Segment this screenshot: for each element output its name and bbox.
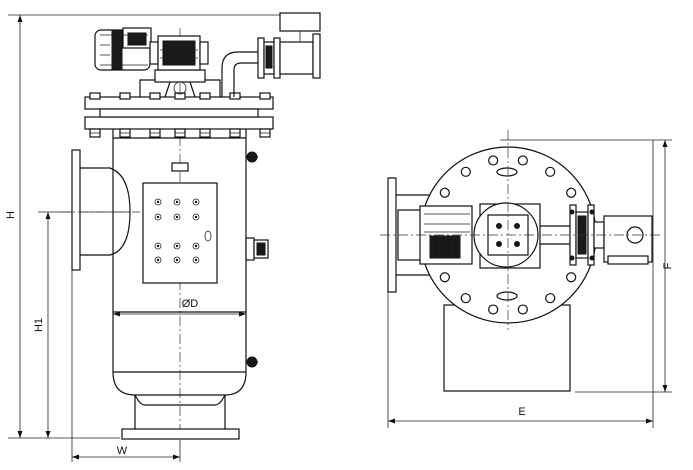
- panel-switch: [173, 213, 181, 221]
- panel-switch: [192, 242, 200, 250]
- top-flange-assembly: [84, 96, 274, 139]
- inlet-height-label: H1: [33, 318, 45, 332]
- panel-switch-dot: [194, 258, 198, 262]
- panel-switch-dot: [175, 244, 179, 248]
- panel-switch: [192, 213, 200, 221]
- panel-switch-dot: [175, 258, 179, 262]
- bottom-dished-head: [112, 371, 247, 396]
- flange-bolt-hole: [545, 166, 556, 177]
- inlet-height-dimension: H1: [33, 211, 130, 438]
- panel-switch-dot: [156, 215, 160, 219]
- flange-bolt-hole: [566, 187, 577, 198]
- width-dimension: W: [71, 270, 181, 462]
- panel-switch-dot: [156, 258, 160, 262]
- panel-switch-dot: [156, 200, 160, 204]
- filter-housing-shell: ØD: [112, 138, 247, 373]
- lifting-lug-bottom: [496, 291, 518, 301]
- panel-switch: [154, 242, 162, 250]
- bolt-head: [199, 92, 211, 100]
- panel-switch: [173, 256, 181, 264]
- support-base: [443, 304, 571, 392]
- bolt-head: [89, 92, 101, 100]
- width-label: W: [117, 445, 128, 457]
- backwash-pipe: [221, 12, 321, 97]
- gearbox-support: [139, 69, 221, 98]
- flange-bolt-hole: [517, 304, 528, 315]
- control-panel: [142, 162, 218, 284]
- panel-switch-dot: [194, 215, 198, 219]
- flange-bolt-hole: [566, 272, 577, 283]
- panel-switch-dot: [175, 215, 179, 219]
- inlet-nozzle: [60, 149, 140, 271]
- side-valve: [245, 237, 269, 261]
- diameter-label: ØD: [182, 298, 199, 310]
- length-label: E: [518, 406, 525, 418]
- bolt-head: [174, 92, 186, 100]
- pressure-gauge-lower: [246, 356, 258, 368]
- plan-height-dimension: F: [500, 139, 674, 393]
- bolt-head: [149, 92, 161, 100]
- center-gear-plate: [473, 202, 541, 269]
- bolt-head: [119, 92, 131, 100]
- panel-switch-dot: [156, 244, 160, 248]
- panel-switch: [173, 198, 181, 206]
- panel-switch: [154, 198, 162, 206]
- panel-switches: [154, 198, 200, 264]
- plan-view: E F: [380, 130, 674, 428]
- base-foot: [121, 394, 240, 440]
- drive-motor: [94, 27, 159, 71]
- panel-switch: [192, 198, 200, 206]
- panel-switch: [154, 256, 162, 264]
- flange-bolt-hole: [439, 272, 450, 283]
- panel-switch: [173, 242, 181, 250]
- flange-bolt-hole: [439, 187, 450, 198]
- panel-switch: [154, 213, 162, 221]
- height-label: H: [5, 211, 17, 219]
- panel-switch-dot: [194, 200, 198, 204]
- flange-bolt-hole: [488, 155, 499, 166]
- panel-switch: [192, 256, 200, 264]
- lifting-lug-top: [496, 167, 518, 177]
- gear-reducer: [157, 35, 209, 71]
- flange-bolt-hole: [460, 293, 471, 304]
- panel-switch-dot: [194, 244, 198, 248]
- flange-bolt-hole: [460, 166, 471, 177]
- flange-bolts: [89, 92, 271, 138]
- bolt-head: [229, 92, 241, 100]
- plan-height-label: F: [662, 262, 674, 269]
- panel-switch-dot: [175, 200, 179, 204]
- height-dimension: H: [5, 14, 320, 439]
- front-elevation-view: H H1 W: [5, 12, 321, 462]
- bolt-head: [259, 92, 271, 100]
- flange-bolt-hole: [545, 293, 556, 304]
- flange-bolt-hole: [488, 304, 499, 315]
- pressure-gauge-upper: [246, 151, 258, 163]
- flange-bolt-hole: [517, 155, 528, 166]
